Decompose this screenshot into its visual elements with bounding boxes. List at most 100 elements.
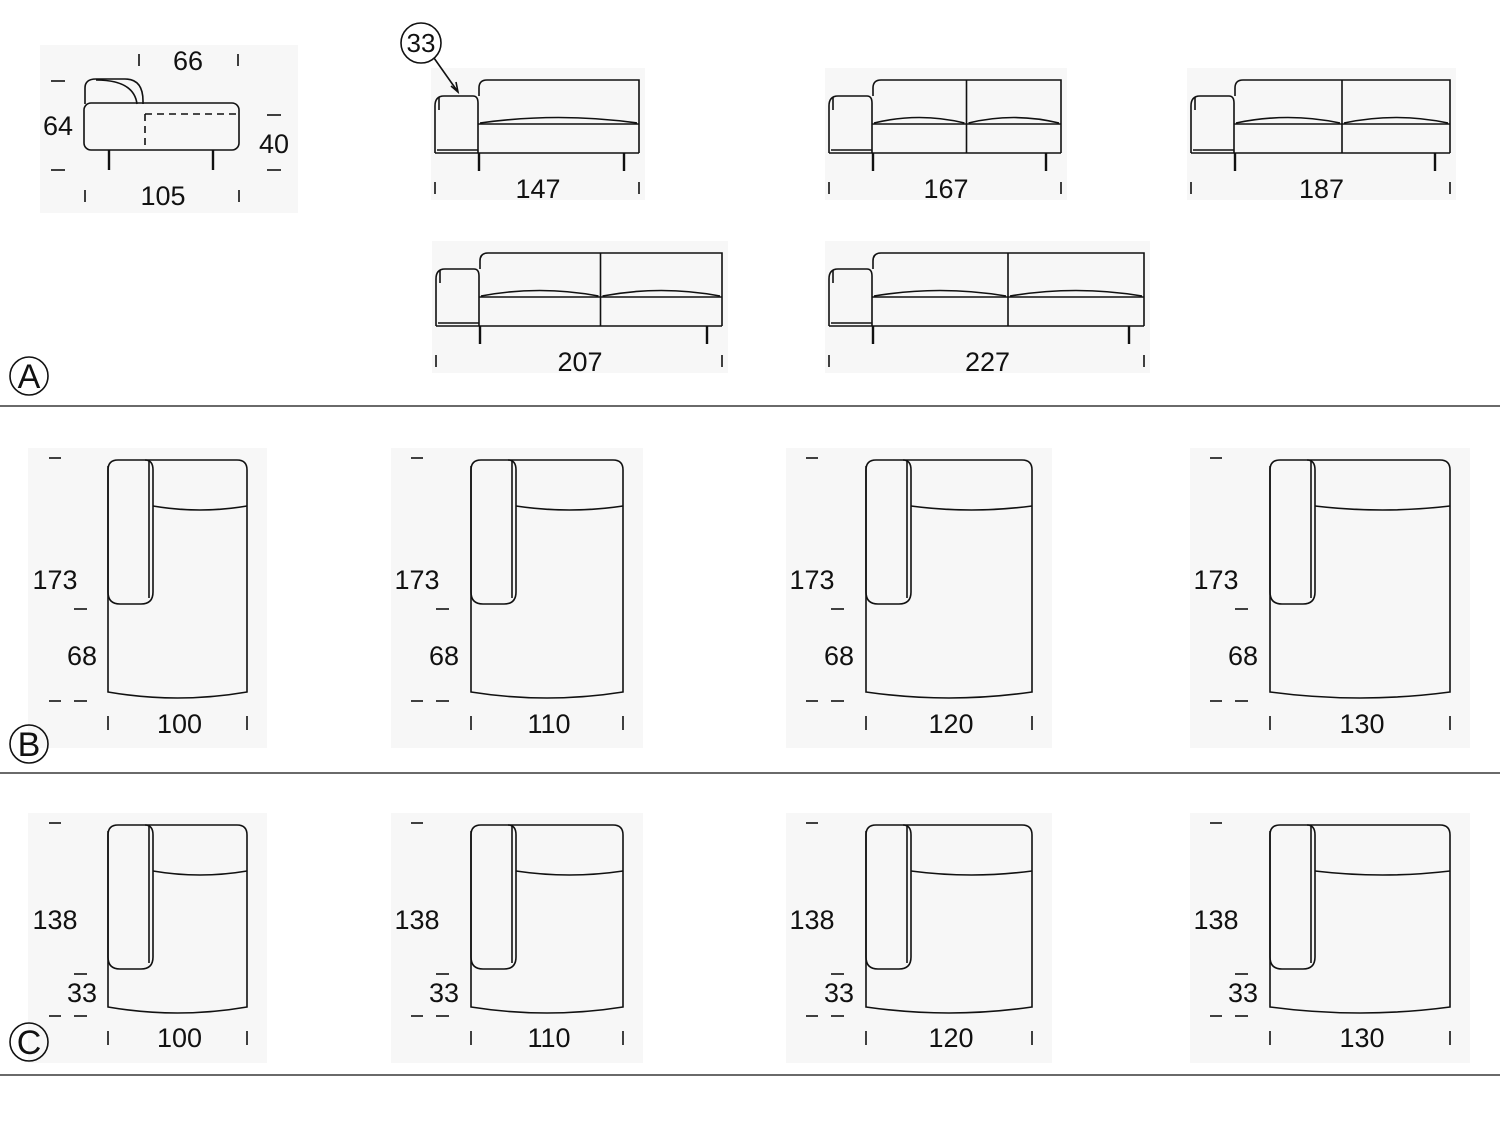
seat-cushion-curve — [602, 289, 721, 297]
section-a-backgrounds — [40, 45, 1456, 373]
side-depth-top-label: 66 — [173, 46, 203, 76]
module-arm-depth-label: 68 — [1228, 641, 1258, 671]
module-arm-depth-label: 68 — [67, 641, 97, 671]
section-b-backgrounds — [28, 448, 1470, 748]
module-depth-label: 138 — [32, 905, 77, 935]
sofa-width-label: 227 — [965, 347, 1010, 377]
arm-rest — [828, 268, 873, 326]
drawing-panel — [391, 813, 643, 1063]
seat-cushion-curve — [1343, 116, 1449, 124]
chaise-plan-view: 138 33 120 — [789, 822, 1033, 1053]
drawing-panel — [432, 241, 728, 373]
arm-outline — [107, 824, 154, 970]
sofa-width-label: 147 — [515, 174, 560, 204]
module-depth-label: 173 — [789, 565, 834, 595]
drawing-panel — [1190, 813, 1470, 1063]
back-cushion — [872, 79, 1062, 153]
arm-callout: 33 — [400, 22, 460, 95]
sofa-width-label: 167 — [923, 174, 968, 204]
module-depth-label: 138 — [789, 905, 834, 935]
chaise-outline — [470, 824, 624, 1014]
module-width-label: 100 — [157, 1023, 202, 1053]
callout-arrow-head — [450, 81, 460, 95]
back-cushion-line — [1314, 870, 1451, 876]
chaise-outline — [865, 824, 1033, 1014]
section-letter-a-circle — [9, 356, 49, 396]
seat-cushion-curve — [873, 116, 965, 124]
drawing-panel — [825, 68, 1067, 200]
arm-outline — [470, 459, 517, 605]
module-width-label: 120 — [928, 1023, 973, 1053]
seat-cushion-curve — [968, 116, 1060, 124]
seat-cushion-curve — [1235, 116, 1341, 124]
module-depth-label: 173 — [1193, 565, 1238, 595]
sofa-module-front-view: 227 — [828, 252, 1145, 377]
arm-outline — [865, 459, 912, 605]
back-cushion-line — [152, 505, 248, 511]
module-depth-label: 138 — [1193, 905, 1238, 935]
arm-rest — [828, 95, 873, 153]
drawing-panel — [40, 45, 298, 213]
back-cushion — [479, 252, 723, 326]
back-cushion — [478, 79, 640, 153]
module-width-label: 100 — [157, 709, 202, 739]
section-b: B 173 68 100 173 68 110 173 68 120 173 68 130 — [9, 457, 1451, 764]
back-cushion — [872, 252, 1145, 326]
callout-circle — [400, 22, 442, 64]
back-cushion-line — [515, 505, 624, 511]
seat-cushion-curve — [479, 116, 638, 124]
drawing-panel — [786, 813, 1052, 1063]
module-width-label: 130 — [1339, 709, 1384, 739]
sofa-width-label: 207 — [557, 347, 602, 377]
module-width-label: 130 — [1339, 1023, 1384, 1053]
module-width-label: 110 — [527, 1023, 570, 1053]
drawing-panel — [28, 448, 267, 748]
module-arm-depth-label: 68 — [824, 641, 854, 671]
drawing-panel — [825, 241, 1150, 373]
arm-outline — [1269, 824, 1316, 970]
back-cushion-line — [910, 505, 1033, 511]
side-back-inner-line — [95, 79, 138, 105]
side-height-label: 64 — [43, 111, 73, 141]
chaise-outline — [865, 459, 1033, 699]
section-letter-b: B — [18, 726, 41, 764]
sofa-module-front-view: 207 — [435, 252, 723, 377]
section-letter-c: C — [17, 1024, 42, 1062]
side-seat-body — [83, 102, 240, 151]
module-arm-depth-label: 33 — [429, 978, 459, 1008]
sofa-module-front-view: 187 — [1190, 79, 1451, 204]
module-arm-depth-label: 33 — [824, 978, 854, 1008]
section-letter-b-circle — [9, 724, 49, 764]
module-depth-label: 138 — [394, 905, 439, 935]
arm-rest — [1190, 95, 1235, 153]
drawing-panel — [391, 448, 643, 748]
side-seat-height-label: 40 — [259, 129, 289, 159]
chaise-plan-view: 138 33 110 — [394, 822, 624, 1053]
module-width-label: 120 — [928, 709, 973, 739]
arm-outline — [107, 459, 154, 605]
module-width-label: 110 — [527, 709, 570, 739]
drawing-panel — [1187, 68, 1456, 200]
arm-rest — [434, 95, 479, 153]
back-cushion — [1234, 79, 1451, 153]
section-c-backgrounds — [28, 813, 1470, 1063]
module-depth-label: 173 — [32, 565, 77, 595]
chaise-outline — [470, 459, 624, 699]
module-arm-depth-label: 33 — [1228, 978, 1258, 1008]
section-letter-a: A — [18, 358, 41, 396]
back-cushion-line — [910, 870, 1033, 876]
drawing-panel — [28, 813, 267, 1063]
seat-cushion-curve — [1009, 289, 1143, 297]
arm-outline — [1269, 459, 1316, 605]
drawing-panel — [431, 68, 645, 200]
sofa-width-label: 187 — [1299, 174, 1344, 204]
sofa-module-front-view: 167 — [828, 79, 1062, 204]
module-depth-label: 173 — [394, 565, 439, 595]
chaise-plan-view: 173 68 130 — [1193, 457, 1451, 739]
chaise-outline — [1269, 824, 1451, 1014]
back-cushion-line — [1314, 505, 1451, 511]
